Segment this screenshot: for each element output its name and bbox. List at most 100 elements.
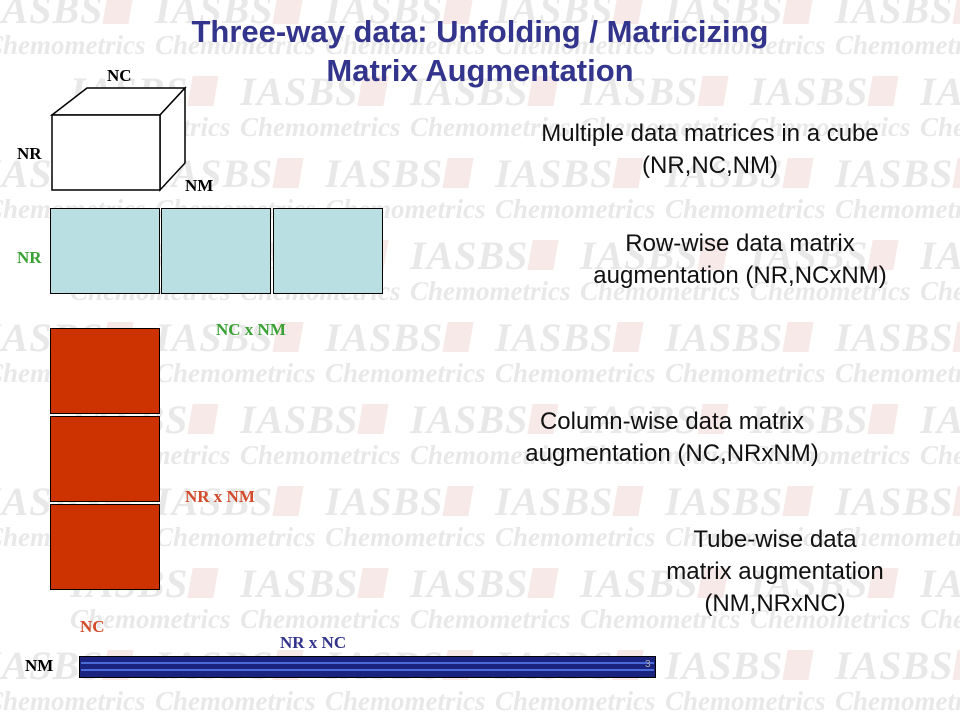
watermark-title: IASBS	[665, 479, 784, 524]
watermark-logo-icon	[272, 158, 304, 188]
watermark-subtitle: Chemometrics	[665, 194, 826, 224]
watermark-subtitle: Chemometrics	[495, 522, 656, 552]
tube-nm-label: NM	[25, 656, 54, 675]
watermark-logo-icon	[357, 568, 389, 598]
watermark-logo-icon	[867, 76, 899, 106]
watermark-title: IASBS	[835, 643, 954, 688]
watermark-title: IASBS	[325, 315, 444, 360]
watermark-title: IASBS	[580, 561, 699, 606]
tube-line-2	[81, 669, 654, 671]
row-block-3	[273, 208, 383, 294]
column-nr-x-nm-label: NR x NM	[185, 487, 255, 506]
column-block-3	[50, 504, 160, 590]
watermark-title: IASBS	[155, 0, 274, 32]
watermark-title: IASBS	[410, 233, 529, 278]
watermark-subtitle: Chemometrics	[495, 194, 656, 224]
watermark-title: IASBS	[495, 315, 614, 360]
tube-block	[79, 656, 656, 678]
watermark-title: IASBS	[665, 643, 784, 688]
watermark-title: IASBS	[835, 151, 954, 196]
data-cube	[49, 86, 187, 192]
tube-desc-line-1: Tube-wise data	[693, 526, 857, 553]
watermark-subtitle: Chemometrics	[155, 522, 316, 552]
title-line-1: Three-way data: Unfolding / Matricizing	[191, 14, 769, 49]
watermark-title: IASBS	[240, 397, 359, 442]
watermark-subtitle: Chemometrics	[240, 112, 401, 142]
watermark-title: IASBS	[920, 233, 960, 278]
watermark-subtitle: Chemometrics	[920, 440, 960, 470]
watermark-title: IASBS	[155, 315, 274, 360]
watermark-title: IASBS	[750, 561, 869, 606]
watermark-subtitle: Chemometrics	[835, 30, 960, 60]
watermark-subtitle: Chemometrics	[155, 358, 316, 388]
watermark-subtitle: Chemometrics	[325, 686, 486, 716]
watermark-title: IASBS	[920, 69, 960, 114]
watermark-subtitle: Chemometrics	[580, 276, 741, 306]
watermark-title: IASBS	[410, 69, 529, 114]
watermark-subtitle: Chemometrics	[0, 30, 146, 60]
watermark-subtitle: Chemometrics	[240, 604, 401, 634]
watermark-subtitle: Chemometrics	[920, 276, 960, 306]
watermark-title: IASBS	[325, 0, 444, 32]
row-block-1	[50, 208, 160, 294]
watermark-logo-icon	[782, 486, 814, 516]
watermark-logo-icon	[187, 568, 219, 598]
watermark-subtitle: Chemometrics	[665, 30, 826, 60]
watermark-title: IASBS	[750, 69, 869, 114]
row-desc-line-2: augmentation (NR,NCxNM)	[593, 262, 887, 289]
watermark-title: IASBS	[920, 561, 960, 606]
tube-desc-line-2: matrix augmentation	[666, 558, 884, 585]
watermark-subtitle: Chemometrics	[410, 112, 571, 142]
watermark-subtitle: Chemometrics	[240, 440, 401, 470]
watermark-title: IASBS	[580, 397, 699, 442]
watermark-subtitle: Chemometrics	[580, 604, 741, 634]
cube-front-face	[51, 114, 161, 191]
page-number: 3	[645, 659, 651, 670]
watermark-subtitle: Chemometrics	[155, 30, 316, 60]
cube-nc-label: NC	[107, 66, 132, 85]
watermark-title: IASBS	[0, 0, 104, 32]
watermark-subtitle: Chemometrics	[835, 194, 960, 224]
watermark-logo-icon	[782, 322, 814, 352]
watermark-subtitle: Chemometrics	[325, 30, 486, 60]
watermark-subtitle: Chemometrics	[580, 440, 741, 470]
watermark-title: IASBS	[410, 397, 529, 442]
watermark-logo-icon	[187, 404, 219, 434]
watermark-subtitle: Chemometrics	[580, 112, 741, 142]
tube-desc-line-3: (NM,NRxNC)	[704, 590, 846, 617]
watermark-title: IASBS	[325, 479, 444, 524]
watermark-title: IASBS	[665, 0, 784, 32]
watermark-subtitle: Chemometrics	[835, 686, 960, 716]
watermark-title: IASBS	[410, 561, 529, 606]
watermark-subtitle: Chemometrics	[155, 686, 316, 716]
column-desc-line-1: Column-wise data matrix	[539, 408, 805, 435]
watermark-title: IASBS	[580, 69, 699, 114]
